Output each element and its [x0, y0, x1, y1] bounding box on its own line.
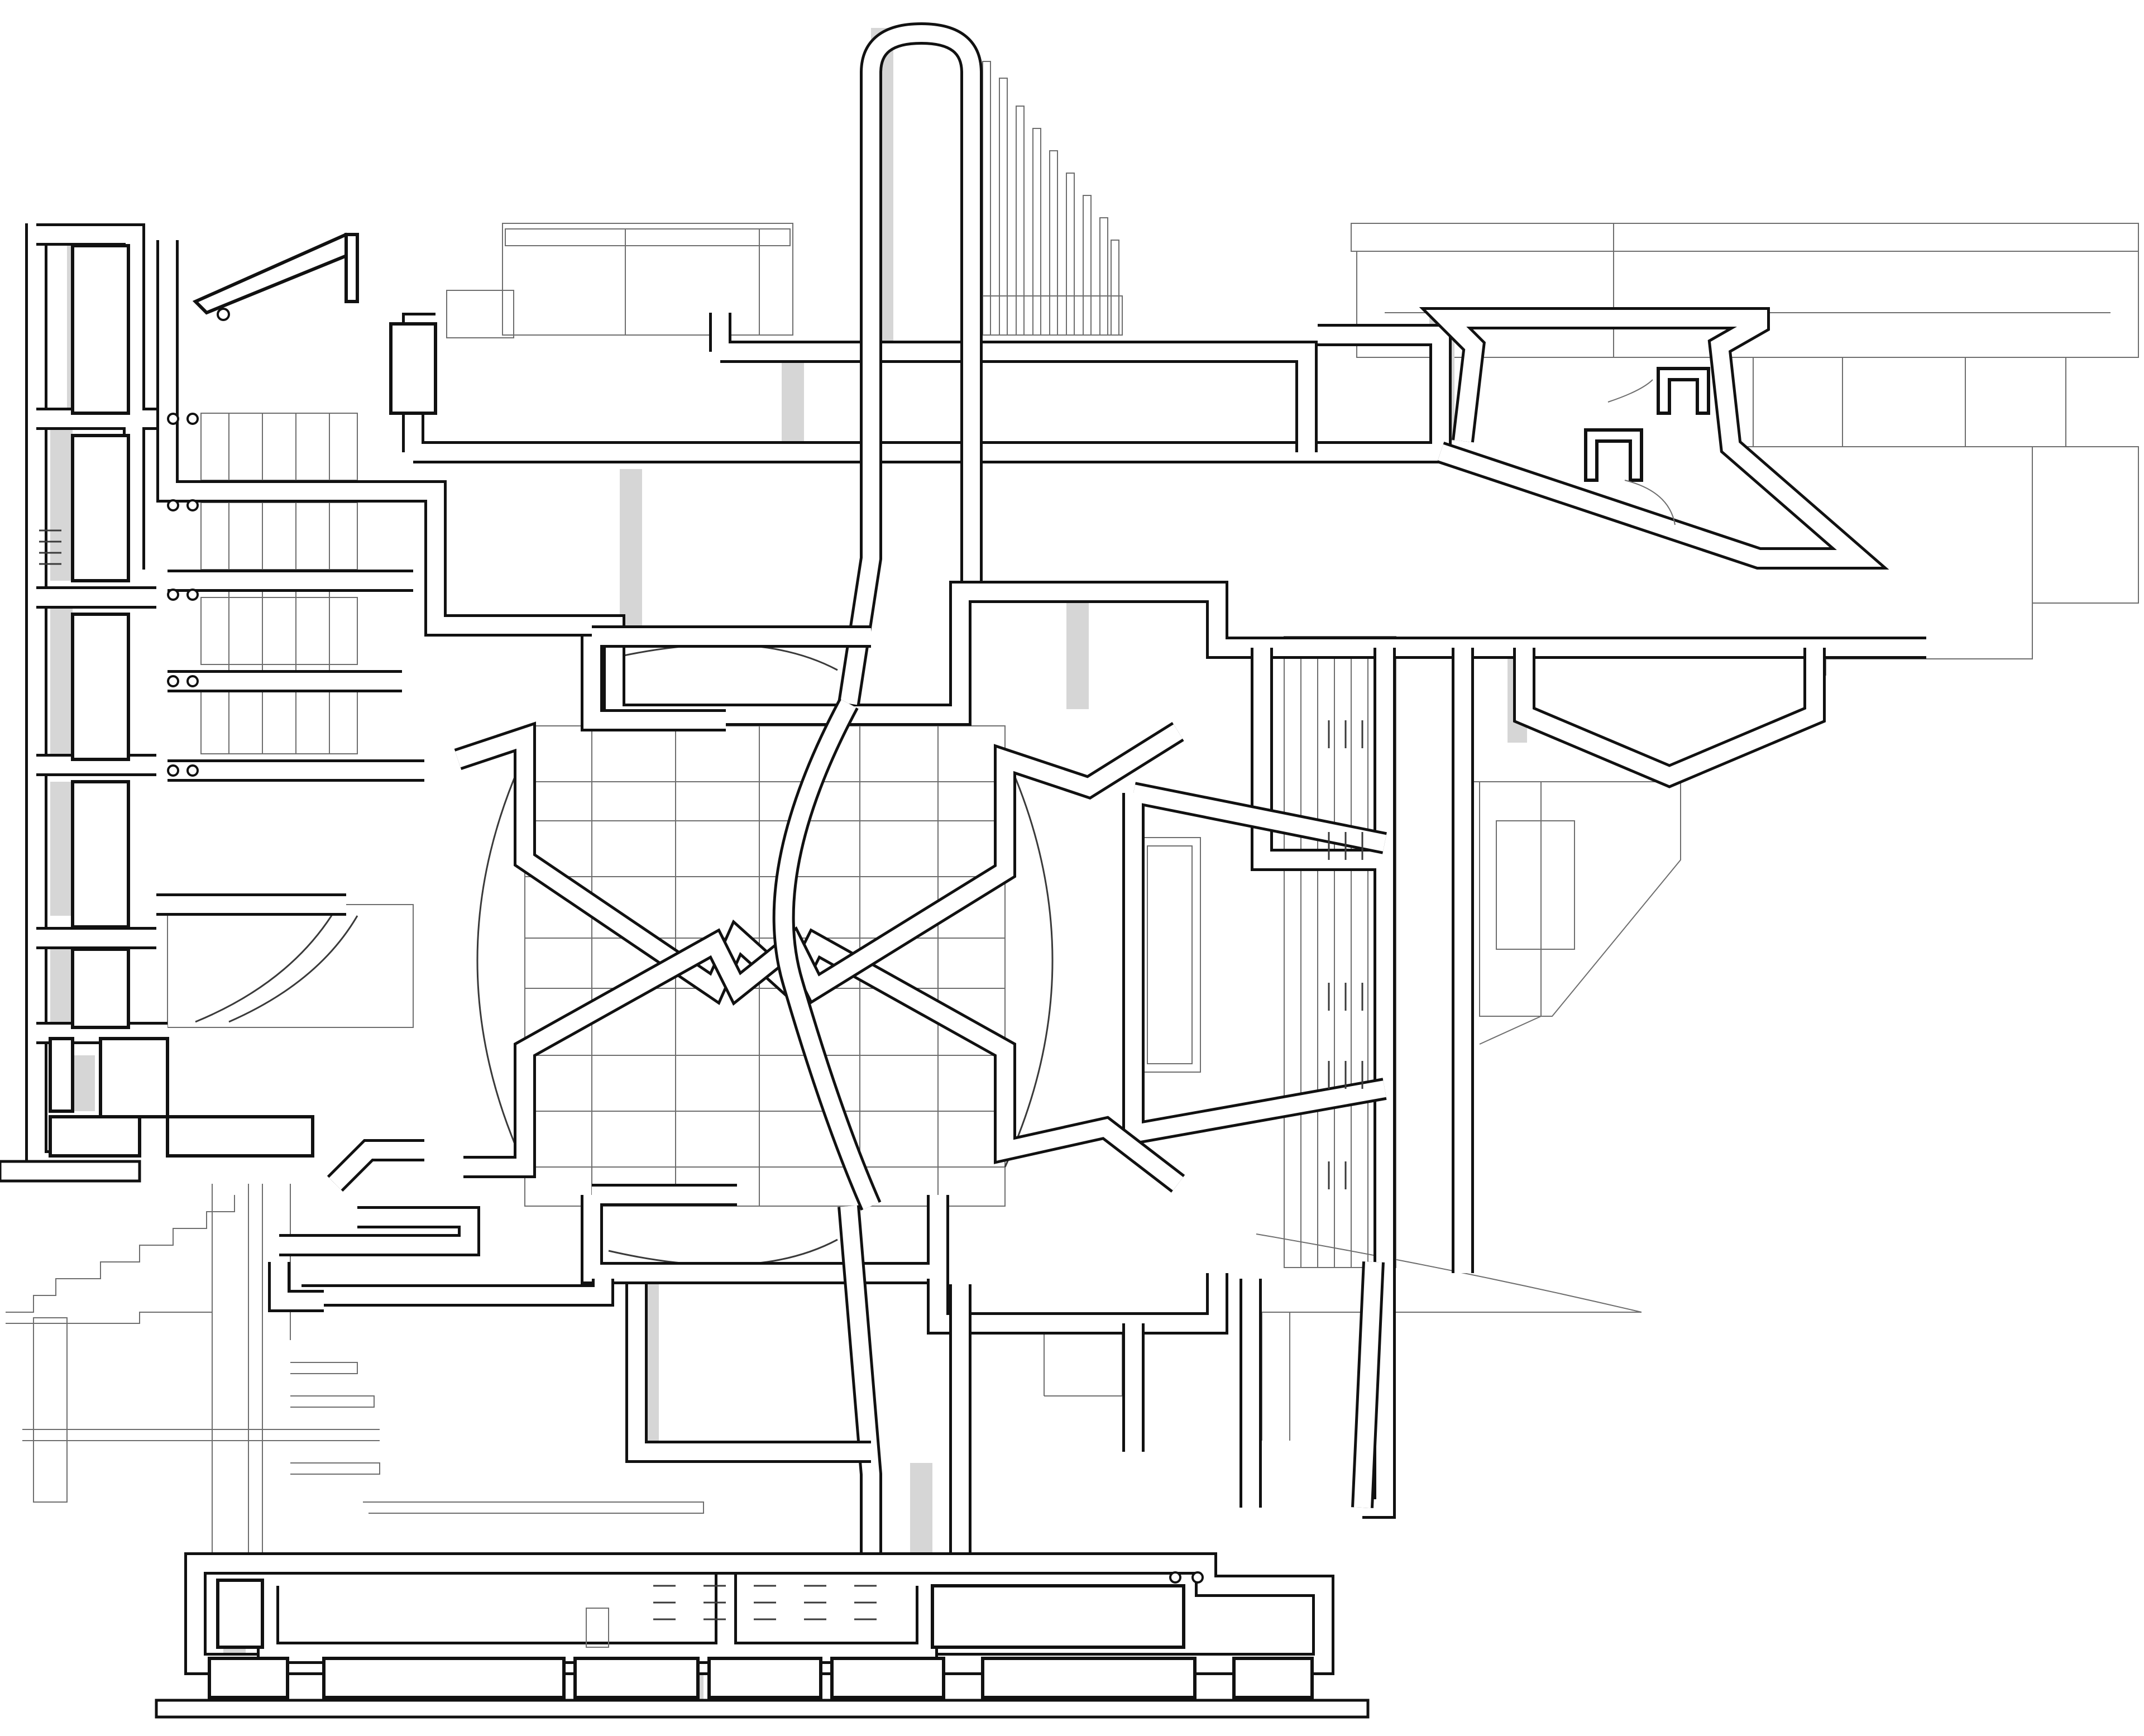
right-tick-marks: [1328, 720, 1363, 1189]
atrium-grid: [476, 643, 1054, 1266]
cut-walls: [25, 22, 1926, 1675]
background-elevation: [6, 61, 2139, 1563]
organ-pipes: [971, 61, 1123, 336]
foundation-grilles: [653, 1585, 877, 1620]
left-wing-details: [0, 232, 437, 1183]
lower-left-terraces: [6, 1184, 704, 1563]
left-stairs: [167, 413, 414, 1028]
foundation: [155, 1571, 1370, 1719]
bowl-details: [1584, 367, 1710, 525]
